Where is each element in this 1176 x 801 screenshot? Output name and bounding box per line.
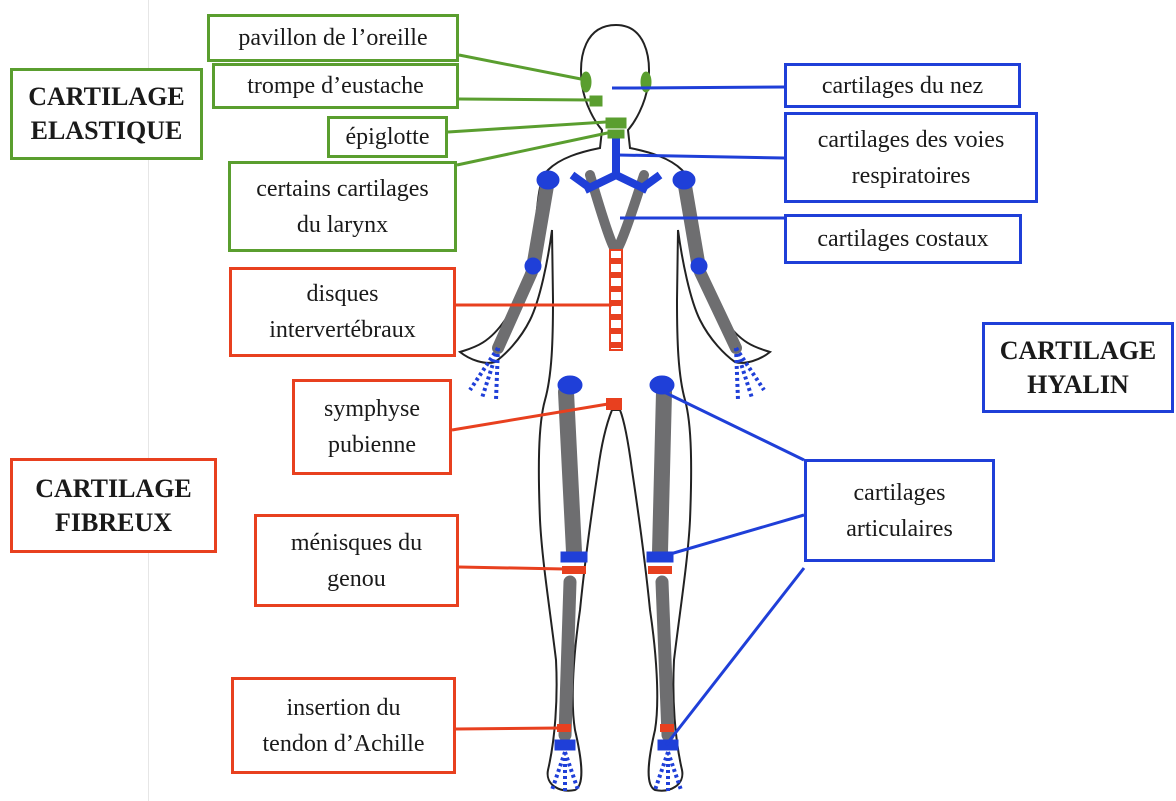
leader-menisques [459,567,564,569]
label-larynx: certains cartilages du larynx [228,161,457,252]
label-costaux: cartilages costaux [784,214,1022,264]
right-meniscus [648,566,672,574]
label-achille: insertion du tendon d’Achille [231,677,456,774]
group-title-hyaline: CARTILAGE HYALIN [982,322,1174,413]
left-shoulder-cartilage [537,171,559,189]
leader-epiglotte [448,122,606,132]
label-articulaires: cartilages articulaires [804,459,995,562]
label-symphyse: symphyse pubienne [292,379,452,475]
left-meniscus [562,566,586,574]
right-shoulder-cartilage [673,171,695,189]
right-tibia [662,582,668,735]
disc-5 [610,314,622,320]
pubic-symphysis [606,398,622,410]
right-femur [660,392,664,552]
label-nez: cartilages du nez [784,63,1021,108]
label-disques: disques intervertébraux [229,267,456,357]
label-menisques: ménisques du genou [254,514,459,607]
leader-achille [456,728,560,729]
left-knee-cartilage [561,552,587,562]
leader-pavillon [459,55,586,80]
left-tibia [565,582,570,735]
disc-7 [610,342,622,348]
label-trompe: trompe d’eustache [212,63,459,109]
leader-nez [628,87,784,88]
right-hip-cartilage [650,376,674,394]
epiglottis-cartilage [606,118,626,128]
label-epiglotte: épiglotte [327,116,448,158]
group-title-elastic: CARTILAGE ELASTIQUE [10,68,203,160]
disc-2 [610,272,622,278]
group-title-fibrous: CARTILAGE FIBREUX [10,458,217,553]
label-voies: cartilages des voies respiratoires [784,112,1038,203]
right-achilles [660,724,674,732]
left-hip-cartilage [558,376,582,394]
disc-6 [610,328,622,334]
leader-articulaires-ankle [666,568,804,745]
right-elbow-cartilage [691,258,707,274]
disc-3 [610,286,622,292]
left-ankle-cartilage [555,740,575,750]
leader-trompe [459,99,592,100]
left-elbow-cartilage [525,258,541,274]
left-ear-cartilage [581,72,591,92]
left-femur [566,392,574,552]
disc-1 [610,258,622,264]
label-pavillon: pavillon de l’oreille [207,14,459,62]
